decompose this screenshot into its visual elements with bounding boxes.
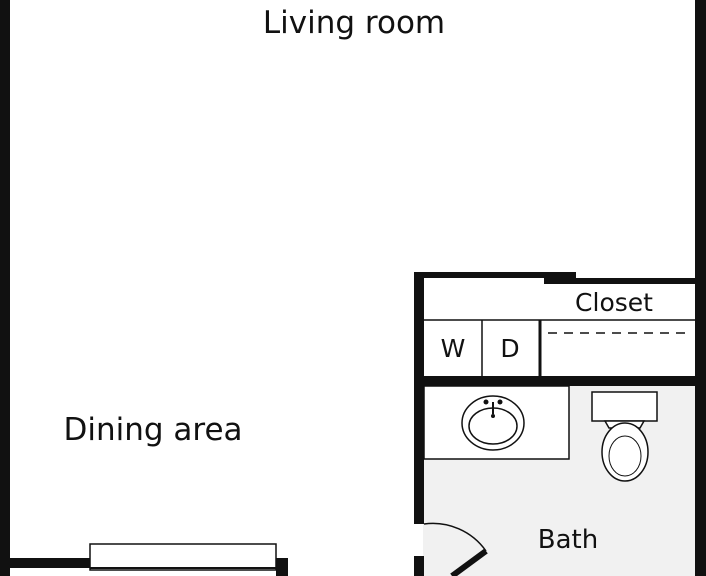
bath-door-icon bbox=[423, 522, 488, 576]
wall-bottom-left bbox=[10, 558, 90, 568]
wall-bath-left-lower bbox=[414, 556, 424, 576]
wall-closet-top-left bbox=[414, 272, 576, 278]
wall-closet-bath bbox=[414, 376, 696, 386]
wall-left bbox=[0, 0, 10, 576]
dryer-label: D bbox=[500, 334, 519, 363]
washer-label: W bbox=[441, 334, 466, 363]
sink-icon bbox=[461, 395, 525, 451]
wall-closet-left bbox=[414, 272, 424, 524]
wall-closet-top-right bbox=[544, 278, 696, 284]
wall-bottom-right bbox=[276, 558, 288, 576]
living-room-label: Living room bbox=[263, 5, 445, 41]
dining-area-label: Dining area bbox=[63, 412, 242, 448]
bath-label: Bath bbox=[538, 525, 598, 555]
closet-label: Closet bbox=[575, 288, 653, 317]
window bbox=[89, 543, 277, 571]
toilet-icon bbox=[591, 391, 658, 482]
wall-right bbox=[695, 0, 706, 576]
